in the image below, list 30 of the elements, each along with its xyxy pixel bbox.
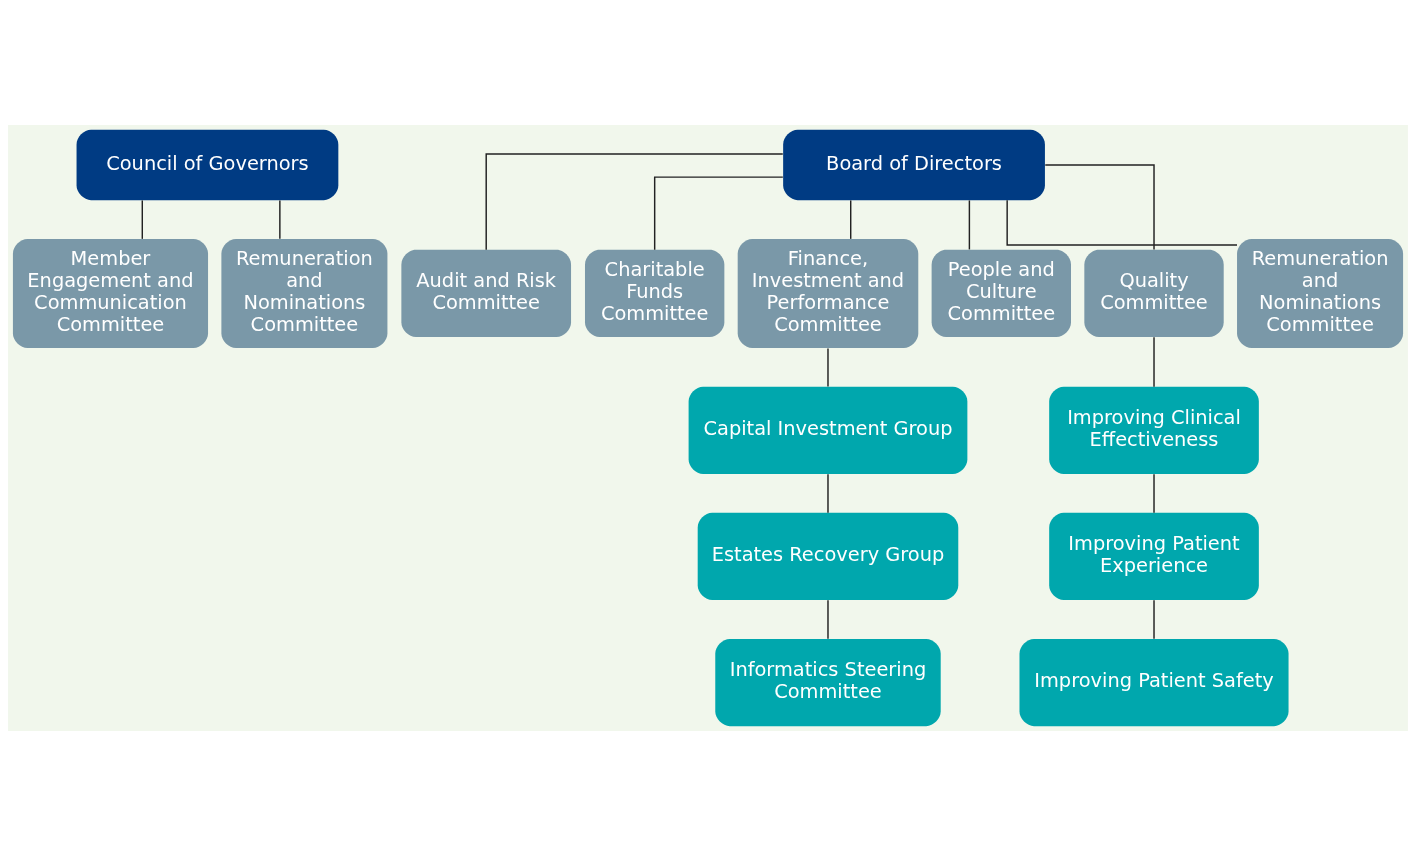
node-box: Estates Recovery Group	[697, 512, 959, 601]
node-box: Charitable Funds Committee	[585, 249, 725, 338]
node-box: Finance, Investment and Performance Committee	[737, 238, 919, 348]
connector	[1006, 199, 1238, 246]
connector	[827, 599, 829, 640]
node-box: Council of Governors	[76, 129, 339, 201]
node-box: Quality Committee	[1084, 249, 1224, 338]
node-box: Improving Clinical Effectiveness	[1049, 386, 1259, 475]
connector	[279, 199, 281, 240]
node-box: Informatics Steering Committee	[715, 638, 941, 727]
node-box: Improving Patient Experience	[1049, 512, 1259, 601]
node-box: People and Culture Committee	[931, 249, 1071, 338]
node-box: Audit and Risk Committee	[401, 249, 572, 338]
node-box: Member Engagement and Communication Committee	[12, 238, 209, 348]
node-box: Remuneration and Nominations Committee	[221, 238, 388, 348]
node-box: Improving Patient Safety	[1019, 638, 1289, 727]
connector	[485, 153, 784, 251]
connector	[1153, 473, 1155, 514]
connector	[1153, 599, 1155, 640]
connector	[653, 176, 784, 251]
connector	[1153, 336, 1155, 388]
node-box: Remuneration and Nominations Committee	[1237, 238, 1404, 348]
connector	[141, 199, 144, 240]
node-box: Capital Investment Group	[688, 386, 968, 475]
connector	[850, 199, 852, 240]
connector	[827, 473, 829, 514]
connector	[1044, 164, 1155, 251]
node-box: Board of Directors	[783, 129, 1045, 201]
connector	[827, 347, 829, 388]
connector	[968, 199, 971, 251]
